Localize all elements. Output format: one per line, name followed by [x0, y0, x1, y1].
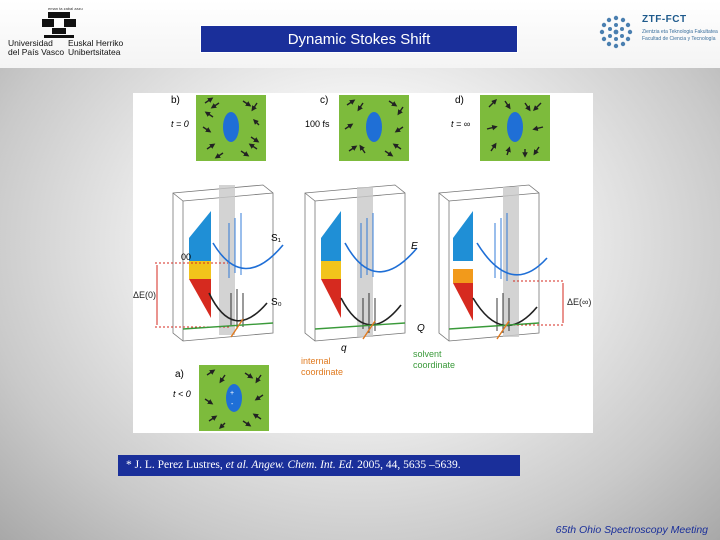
s0-ladders [230, 289, 510, 333]
university-name-es-1: Universidad [8, 38, 53, 48]
s1-label: S₁ [271, 233, 282, 244]
solvent-box-b [196, 95, 266, 161]
svg-text:-: - [231, 401, 234, 408]
university-name-es-2: del País Vasco [8, 47, 65, 57]
footer-meeting-name: 65th Ohio Spectroscopy Meeting [555, 524, 708, 536]
energy-box-c [304, 184, 406, 342]
solvent-box-d [480, 95, 550, 161]
solvent-axes [182, 322, 540, 330]
citation-caption: * J. L. Perez Lustres, et al. Angew. Che… [118, 455, 520, 476]
faculty-name-es: Facultad de Ciencia y Tecnología [642, 36, 716, 42]
faculty-name-eu: Zientzia eta Teknologia Fakultatea [642, 29, 718, 35]
emission-spectrum-b [189, 261, 211, 318]
s0-label: S₀ [271, 297, 282, 308]
stokes-shift-figure: b) t = 0 c) 100 fs d) t = ∞ [133, 93, 593, 433]
citation-authors: * J. L. Perez Lustres, [126, 459, 226, 471]
citation-details: 2005, 44, 5635 –5639. [354, 459, 461, 471]
stokes-shift-diagram: b) t = 0 c) 100 fs d) t = ∞ [133, 95, 591, 431]
internal-coordinate-label-1: internal [301, 356, 331, 366]
university-motto: eman ta zabal zazu [48, 6, 83, 11]
emission-spectrum-d [453, 269, 473, 321]
solvent-box-a: + - [199, 365, 269, 431]
university-name-eu-2: Unibertsitatea [68, 47, 121, 57]
solvent-coordinate-label-2: coordinate [413, 360, 455, 370]
panel-d-time: t = ∞ [451, 119, 470, 129]
panel-c-time: 100 fs [305, 119, 330, 129]
solvent-box-c [339, 95, 409, 161]
internal-axes [230, 318, 510, 340]
delta-einf-label: ΔE(∞) [567, 297, 591, 307]
faculty-emblem-icon [599, 15, 633, 49]
svg-text:+: + [230, 390, 234, 397]
absorption-spectrum-c [321, 211, 341, 261]
university-name-eu-1: Euskal Herriko [68, 38, 124, 48]
s1-curves [212, 242, 548, 276]
panel-c-label: c) [320, 95, 328, 106]
delta-e0-label: ΔE(0) [133, 290, 156, 300]
university-emblem-icon [42, 12, 76, 38]
zero-zero-label: 00 [181, 252, 191, 262]
q-big-label: Q [417, 323, 425, 334]
slide-title: Dynamic Stokes Shift [200, 25, 518, 53]
panel-b-time: t = 0 [171, 119, 189, 129]
absorption-spectrum-d [453, 211, 473, 261]
panel-a-time: t < 0 [173, 389, 191, 399]
internal-coordinate-label-2: coordinate [301, 367, 343, 377]
energy-axis-label: E [411, 241, 418, 252]
s1-ladders [228, 213, 508, 281]
university-logo: eman ta zabal zazu Universidad del País … [8, 6, 126, 57]
solvent-coordinate-label-1: solvent [413, 349, 442, 359]
faculty-title: ZTF-FCT [642, 14, 687, 25]
energy-markers [155, 262, 565, 328]
emission-spectrum-c [321, 261, 341, 318]
panel-d-label: d) [455, 95, 464, 106]
panel-a-label: a) [175, 369, 184, 380]
faculty-logo: ZTF-FCT Zientzia eta Teknologia Fakultat… [594, 12, 718, 56]
absorption-spectrum-b [189, 211, 211, 261]
energy-box-b [172, 184, 274, 342]
q-small-label: q [341, 343, 347, 354]
panel-b-label: b) [171, 95, 180, 106]
citation-journal: et al. Angew. Chem. Int. Ed. [225, 459, 355, 471]
